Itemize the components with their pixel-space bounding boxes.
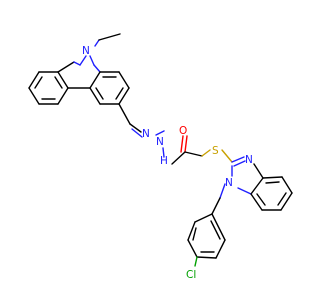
atom-label-amide-n: N	[156, 136, 164, 148]
hydrazone-linker	[118, 103, 165, 158]
acetamide-group	[171, 135, 203, 165]
atom-label-benzimidazole-n3: N	[245, 154, 253, 166]
atom-label-thioether-s: S	[212, 145, 219, 157]
carbazole-left-ring	[28, 71, 69, 105]
carbazole-right-ring	[89, 71, 130, 105]
imidazole-ring	[231, 156, 264, 195]
ethyl-group	[94, 33, 121, 47]
atom-label-carbazole-n: N	[82, 45, 90, 57]
atom-label-benzimidazole-n1: N	[225, 177, 233, 189]
atom-label-carbonyl-o: O	[179, 125, 187, 137]
benzimidazole-benzene-ring	[250, 176, 293, 211]
atom-label-amide-h: H	[160, 155, 168, 167]
benzyl-methylene	[211, 183, 226, 215]
atom-label-chlorine: Cl	[186, 269, 196, 281]
thioether-bonds	[201, 149, 233, 163]
molecule-svg: N N N H O S N N Cl	[28, 33, 293, 281]
chlorophenyl-ring	[187, 213, 226, 259]
carbazole-nitrogen-bonds	[79, 55, 95, 66]
carbazole-pyrrole-ring	[57, 61, 101, 89]
chloro-bond	[194, 256, 198, 267]
molecule-structure-diagram: N N N H O S N N Cl	[28, 33, 293, 281]
atom-label-imine-n: N	[142, 128, 150, 140]
